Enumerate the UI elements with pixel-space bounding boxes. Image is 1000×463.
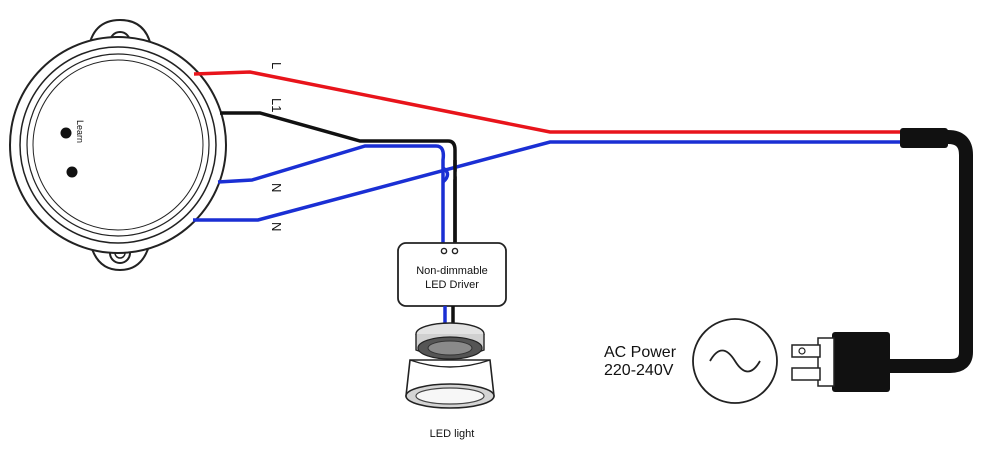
learn-button[interactable] bbox=[60, 127, 72, 139]
live-wire bbox=[193, 70, 905, 134]
cable-sleeve bbox=[900, 128, 948, 148]
learn-label: Learn bbox=[75, 120, 85, 143]
led-light-icon bbox=[405, 322, 495, 409]
neutral-wire-1 bbox=[217, 144, 446, 248]
indicator-led bbox=[66, 166, 78, 178]
led-light-label: LED light bbox=[430, 428, 475, 440]
driver-label-line1: Non-dimmable bbox=[416, 265, 488, 277]
driver-label-line2: LED Driver bbox=[425, 279, 479, 291]
power-cable bbox=[888, 130, 973, 373]
label-live-out: L1 bbox=[269, 98, 284, 112]
neutral-wire-2 bbox=[193, 140, 905, 222]
ac-power-label-line1: AC Power bbox=[604, 344, 677, 361]
switched-live-wire bbox=[220, 111, 457, 248]
ac-power-label-line2: 220-240V bbox=[604, 362, 674, 379]
power-plug-icon bbox=[791, 332, 890, 392]
label-neutral-2: N bbox=[269, 222, 284, 231]
ac-source-icon bbox=[692, 318, 778, 404]
label-live-in: L bbox=[269, 62, 284, 69]
label-neutral-1: N bbox=[269, 183, 284, 192]
controller-unit: Learn bbox=[9, 18, 227, 272]
led-driver: Non-dimmable LED Driver bbox=[397, 242, 507, 307]
